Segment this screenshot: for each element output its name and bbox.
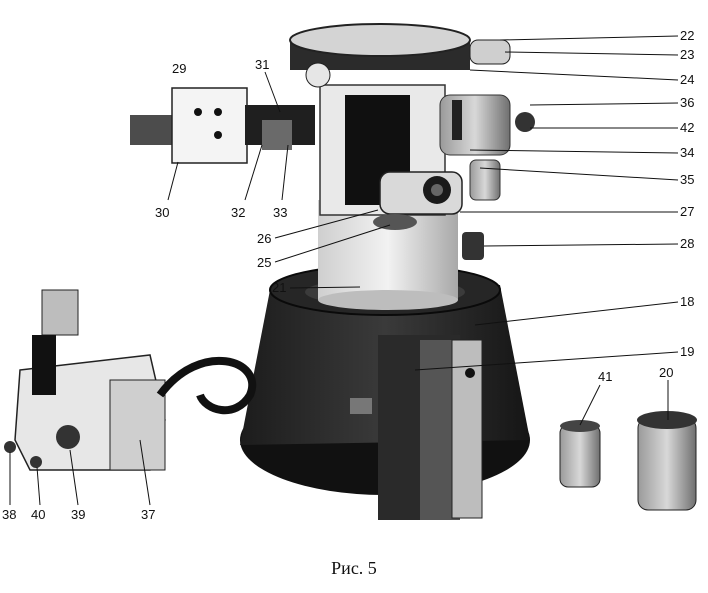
vertical-rail bbox=[350, 335, 483, 520]
label-18: 18 bbox=[680, 294, 695, 309]
screw-28 bbox=[462, 232, 484, 260]
label-41: 41 bbox=[598, 369, 613, 384]
label-19: 19 bbox=[680, 344, 695, 359]
label-31: 31 bbox=[255, 57, 270, 72]
label-35: 35 bbox=[680, 172, 695, 187]
part-41 bbox=[559, 420, 601, 488]
label-23: 23 bbox=[680, 47, 695, 62]
label-30: 30 bbox=[155, 205, 170, 220]
label-27: 27 bbox=[680, 204, 695, 219]
label-40: 40 bbox=[31, 507, 46, 522]
label-21: 21 bbox=[272, 280, 287, 295]
label-34: 34 bbox=[680, 145, 695, 160]
label-29: 29 bbox=[172, 61, 187, 76]
label-37: 37 bbox=[141, 507, 156, 522]
label-32: 32 bbox=[231, 205, 246, 220]
label-33: 33 bbox=[273, 205, 288, 220]
adjust-knob bbox=[373, 171, 463, 230]
part-20 bbox=[637, 411, 697, 511]
figure-caption: Рис. 5 bbox=[331, 558, 377, 578]
label-26: 26 bbox=[257, 231, 272, 246]
label-25: 25 bbox=[257, 255, 272, 270]
top-plate bbox=[289, 23, 511, 88]
label-42: 42 bbox=[680, 120, 695, 135]
label-24: 24 bbox=[680, 72, 695, 87]
label-20: 20 bbox=[659, 365, 674, 380]
label-38: 38 bbox=[2, 507, 17, 522]
power-unit bbox=[4, 289, 257, 471]
label-39: 39 bbox=[71, 507, 86, 522]
label-22: 22 bbox=[680, 28, 695, 43]
label-36: 36 bbox=[680, 95, 695, 110]
leader-lines bbox=[9, 35, 679, 506]
eyepiece-assembly bbox=[130, 87, 315, 164]
label-28: 28 bbox=[680, 236, 695, 251]
